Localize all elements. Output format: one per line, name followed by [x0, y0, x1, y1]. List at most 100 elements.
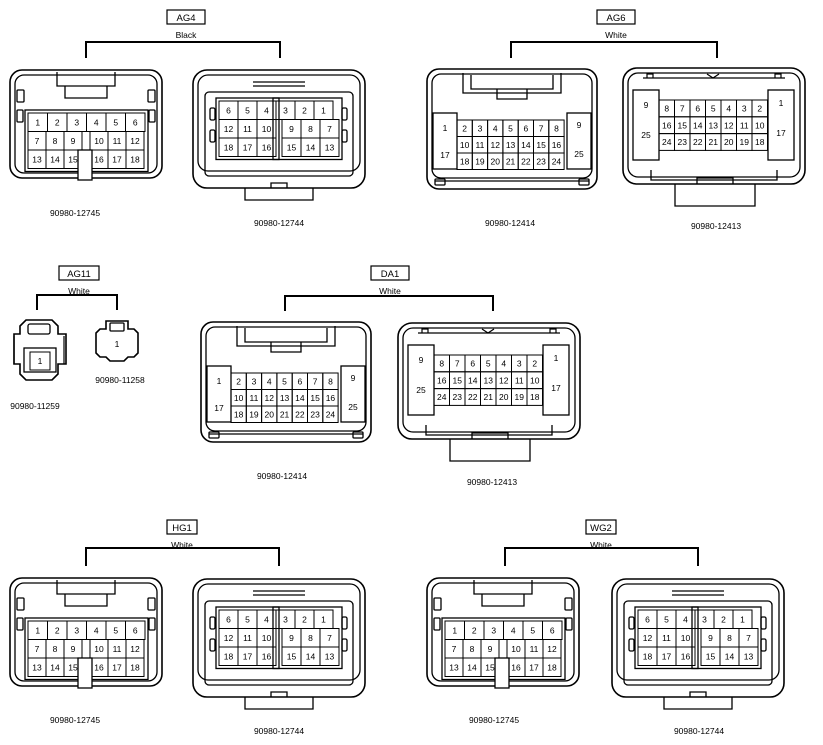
foot [578, 178, 590, 186]
latch [663, 691, 733, 710]
key-slot [628, 616, 635, 630]
pin-number: 1 [35, 117, 40, 127]
pin-number: 6 [297, 376, 302, 386]
connector-housing [397, 322, 581, 440]
pin-number: 17 [112, 662, 122, 672]
pin-number: 20 [499, 392, 509, 402]
pin-cavity [738, 646, 759, 666]
pin-number: 7 [327, 124, 332, 134]
pin-number: 7 [452, 644, 457, 654]
pin-number: 10 [94, 644, 104, 654]
pin-number: 16 [437, 375, 447, 385]
pin-number: 13 [484, 375, 494, 385]
lock-tab [56, 580, 116, 607]
pin-number: 23 [678, 137, 688, 147]
center-slot [77, 657, 93, 689]
part-number: 90980-11259 [10, 401, 60, 411]
pin-number: 1 [779, 98, 784, 108]
connector-color: White [171, 540, 193, 550]
pin-number: 18 [130, 154, 140, 164]
pin-cavity [675, 646, 696, 666]
key-slot [147, 597, 156, 611]
lock-tab [473, 580, 533, 607]
pin-number: 18 [755, 137, 765, 147]
connector-housing [426, 68, 598, 190]
pin-number: 10 [511, 644, 521, 654]
pin-number: 14 [306, 142, 316, 152]
pin-block [634, 606, 699, 670]
pin-number: 19 [475, 156, 485, 166]
pin-number: 23 [310, 409, 320, 419]
pin-number: 8 [727, 633, 732, 643]
pin-number: 15 [68, 154, 78, 164]
side-block [566, 112, 592, 170]
pin-number: 16 [326, 393, 336, 403]
pin-number: 10 [262, 633, 272, 643]
pin-number: 2 [721, 614, 726, 624]
group-bracket [510, 41, 718, 58]
pin-number: 10 [262, 124, 272, 134]
pin-number: 11 [113, 644, 122, 654]
lock-tab [27, 323, 51, 335]
pin-number: 9 [289, 633, 294, 643]
part-number: 90980-12744 [254, 218, 304, 228]
pin-number: 5 [530, 625, 535, 635]
pin-number: 3 [74, 625, 79, 635]
foot [208, 431, 220, 439]
pin-number: 13 [280, 393, 290, 403]
pin-number: 10 [94, 136, 104, 146]
pin-number: 4 [683, 614, 688, 624]
pin-number: 22 [295, 409, 305, 419]
side-block [206, 365, 232, 423]
pin-number: 2 [462, 123, 467, 133]
connector-code-box [596, 9, 636, 25]
latch [244, 182, 314, 201]
pin-number: 7 [313, 376, 318, 386]
pin-number: 3 [74, 117, 79, 127]
pin-number: 5 [486, 359, 491, 369]
pin-number: 18 [234, 409, 244, 419]
pin-number: 17 [440, 150, 450, 160]
pin-number: 15 [287, 142, 297, 152]
pin-number: 2 [236, 376, 241, 386]
pin-number: 8 [53, 136, 58, 146]
key-slot [628, 638, 635, 652]
pin-cavity [256, 646, 277, 666]
group-bracket [85, 547, 280, 566]
pin-cavity [319, 137, 340, 157]
pin-number: 1 [443, 123, 448, 133]
pin-number: 15 [706, 651, 716, 661]
pin-number: 6 [133, 117, 138, 127]
connector-code: AG4 [176, 13, 195, 24]
pin-number: 3 [252, 376, 257, 386]
pin-cavity [319, 646, 340, 666]
pin-number: 16 [681, 651, 691, 661]
pin-number: 4 [501, 359, 506, 369]
pin-block [272, 97, 343, 161]
part-number: 90980-12413 [467, 477, 517, 487]
pin-number: 25 [416, 385, 426, 395]
connector-code: WG2 [590, 523, 612, 534]
pin-number: 15 [310, 393, 320, 403]
pin-number: 2 [532, 359, 537, 369]
pin-number: 11 [476, 140, 485, 150]
pin-number: 9 [488, 644, 493, 654]
pin-number: 20 [491, 156, 501, 166]
connector-color: White [590, 540, 612, 550]
pin-number: 2 [302, 614, 307, 624]
key-slot [433, 617, 441, 631]
pin-number: 1 [35, 625, 40, 635]
pin-number: 22 [693, 137, 703, 147]
pin-number: 1 [321, 614, 326, 624]
connector-housing [200, 321, 372, 443]
key-slot [760, 638, 767, 652]
pin-number: 5 [245, 105, 250, 115]
pin-number: 6 [133, 625, 138, 635]
pin-number: 23 [536, 156, 546, 166]
housing-inner [627, 72, 801, 178]
pin-number: 19 [249, 409, 259, 419]
